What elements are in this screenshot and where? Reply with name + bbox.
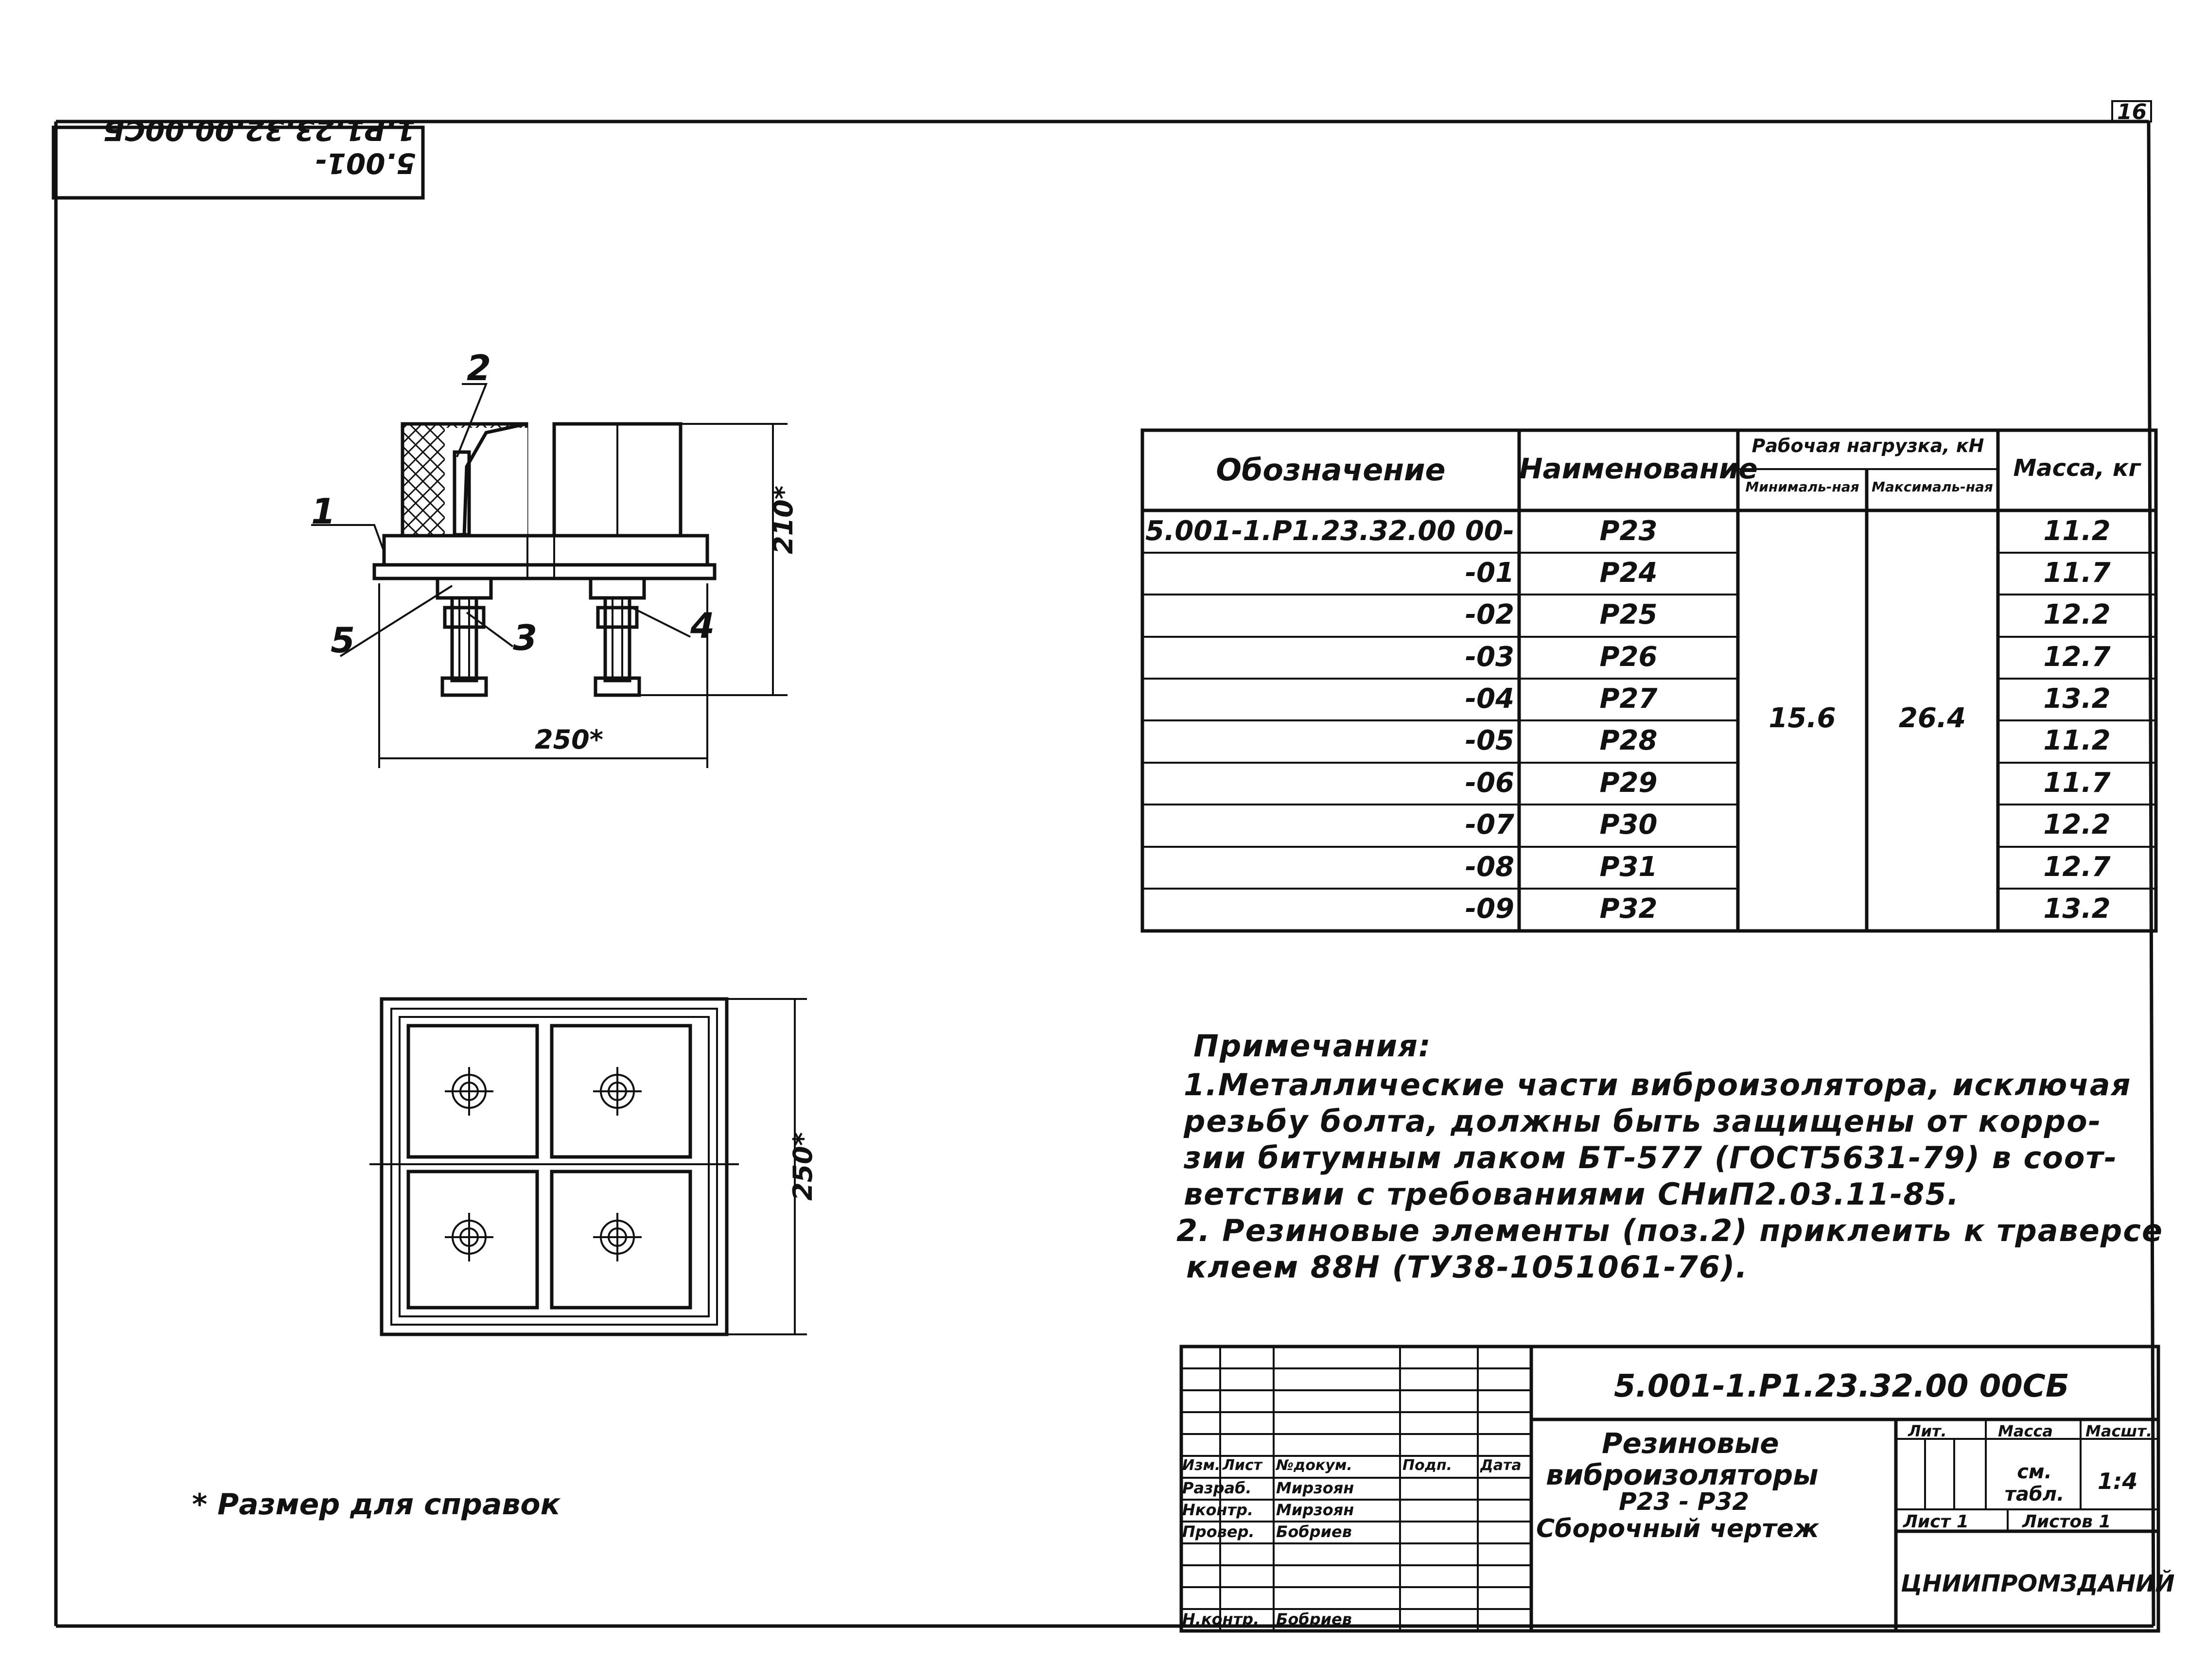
callout-1: 1 (311, 491, 336, 532)
footnote: * Размер для справок (192, 1488, 560, 1522)
document-code: 5.001-1.P1.23.32.00 00СБ (1614, 1368, 2069, 1404)
title-block-grid (1179, 1345, 2160, 1633)
header-designation: Обозначение (1216, 452, 1446, 488)
row-name: P28 (1599, 725, 1658, 756)
row-mass: 12.2 (2043, 809, 2111, 840)
lit-label: Лит. (1908, 1422, 1947, 1440)
row-designation: -01 (1465, 557, 1514, 589)
spec-table-grid (1140, 428, 2158, 933)
role-label: Разраб. (1182, 1479, 1252, 1497)
callout-2: 2 (467, 348, 491, 388)
mass-label: Масса (1998, 1422, 2053, 1440)
row-designation: -08 (1465, 851, 1514, 883)
row-mass: 12.2 (2043, 599, 2111, 630)
row-name: P32 (1599, 893, 1658, 925)
min-load-value: 15.6 (1769, 702, 1836, 734)
callout-5: 5 (331, 620, 355, 661)
row-designation: -09 (1465, 893, 1514, 925)
sheets-label: Листов 1 (2022, 1512, 2111, 1532)
row-designation: -04 (1465, 683, 1514, 715)
scale-label: Масшт. (2085, 1422, 2153, 1440)
role-name: Бобриев (1276, 1522, 1352, 1541)
note-line: ветствии с требованиями СНиП2.03.11-85. (1184, 1176, 1960, 1212)
row-mass: 11.2 (2043, 515, 2111, 547)
row-mass: 11.2 (2043, 725, 2111, 756)
row-designation: -02 (1465, 599, 1514, 630)
dim-plan: 250* (788, 1132, 818, 1201)
approved-role: Н.контр. (1182, 1610, 1260, 1628)
role-name: Мирзоян (1276, 1479, 1354, 1497)
role-label: Нконтр. (1182, 1501, 1254, 1519)
col-header: Изм. (1182, 1457, 1221, 1474)
role-name: Мирзоян (1276, 1501, 1354, 1519)
row-mass: 13.2 (2043, 893, 2111, 925)
row-designation: 5.001-1.P1.23.32.00 00- (1145, 515, 1514, 547)
header-min-load: Минималь-ная (1745, 479, 1859, 495)
organization: ЦНИИПРОМЗДАНИЙ (1901, 1570, 2175, 1597)
callout-3: 3 (513, 617, 538, 658)
col-header: Лист (1223, 1457, 1262, 1474)
col-header: Дата (1480, 1457, 1522, 1474)
title-line: P23 - P32 (1619, 1488, 1750, 1516)
plan-view (369, 997, 807, 1336)
row-name: P25 (1599, 599, 1658, 630)
note-line: 1.Металлические части виброизолятора, ис… (1184, 1067, 2132, 1102)
row-name: P24 (1599, 557, 1658, 589)
max-load-value: 26.4 (1898, 702, 1966, 734)
row-name: P27 (1599, 683, 1658, 715)
col-header: №докум. (1276, 1457, 1352, 1474)
notes-title: Примечания: (1193, 1028, 1432, 1064)
row-mass: 12.7 (2043, 851, 2111, 883)
header-max-load: Максималь-ная (1872, 479, 1993, 495)
dim-height: 210* (768, 486, 799, 554)
elevation-view (311, 383, 788, 768)
title-line: Резиновые (1602, 1427, 1779, 1460)
note-line: резьбу болта, должны быть защищены от ко… (1184, 1103, 2102, 1139)
row-mass: 12.7 (2043, 641, 2111, 673)
title-line: Сборочный чертеж (1536, 1514, 1819, 1543)
mass-value: см. табл. (2004, 1461, 2065, 1505)
header-working-load: Рабочая нагрузка, кН (1751, 435, 1984, 456)
row-name: P30 (1599, 809, 1658, 840)
row-name: P23 (1599, 515, 1658, 547)
approved-name: Бобриев (1276, 1610, 1352, 1628)
scale-value: 1:4 (2098, 1468, 2138, 1494)
page-number: 16 (2117, 100, 2147, 124)
callout-4: 4 (690, 605, 715, 646)
row-name: P31 (1599, 851, 1658, 883)
sheet-frame (52, 100, 2155, 1628)
note-line: 2. Резиновые элементы (поз.2) приклеить … (1176, 1213, 2164, 1248)
row-designation: -05 (1465, 725, 1514, 756)
col-header: Подп. (1402, 1457, 1453, 1474)
row-mass: 13.2 (2043, 683, 2111, 715)
stamp-code: 5.001-1.P1.23.32.00.00СБ (103, 114, 416, 180)
row-name: P26 (1599, 641, 1658, 673)
title-line: виброизоляторы (1546, 1458, 1819, 1491)
note-line: клеем 88Н (ТУ38-1051061-76). (1186, 1249, 1748, 1285)
header-mass: Масса, кг (2013, 455, 2141, 482)
note-line: зии битумным лаком БТ-577 (ГОСТ5631-79) … (1184, 1140, 2118, 1175)
dim-width: 250* (535, 724, 603, 755)
row-designation: -07 (1465, 809, 1514, 840)
row-name: P29 (1599, 767, 1658, 799)
role-label: Провер. (1182, 1522, 1255, 1541)
row-designation: -06 (1465, 767, 1514, 799)
row-mass: 11.7 (2043, 767, 2111, 799)
row-designation: -03 (1465, 641, 1514, 673)
row-mass: 11.7 (2043, 557, 2111, 589)
sheet-label: Лист 1 (1903, 1512, 1969, 1532)
header-name: Наименование (1519, 452, 1758, 485)
